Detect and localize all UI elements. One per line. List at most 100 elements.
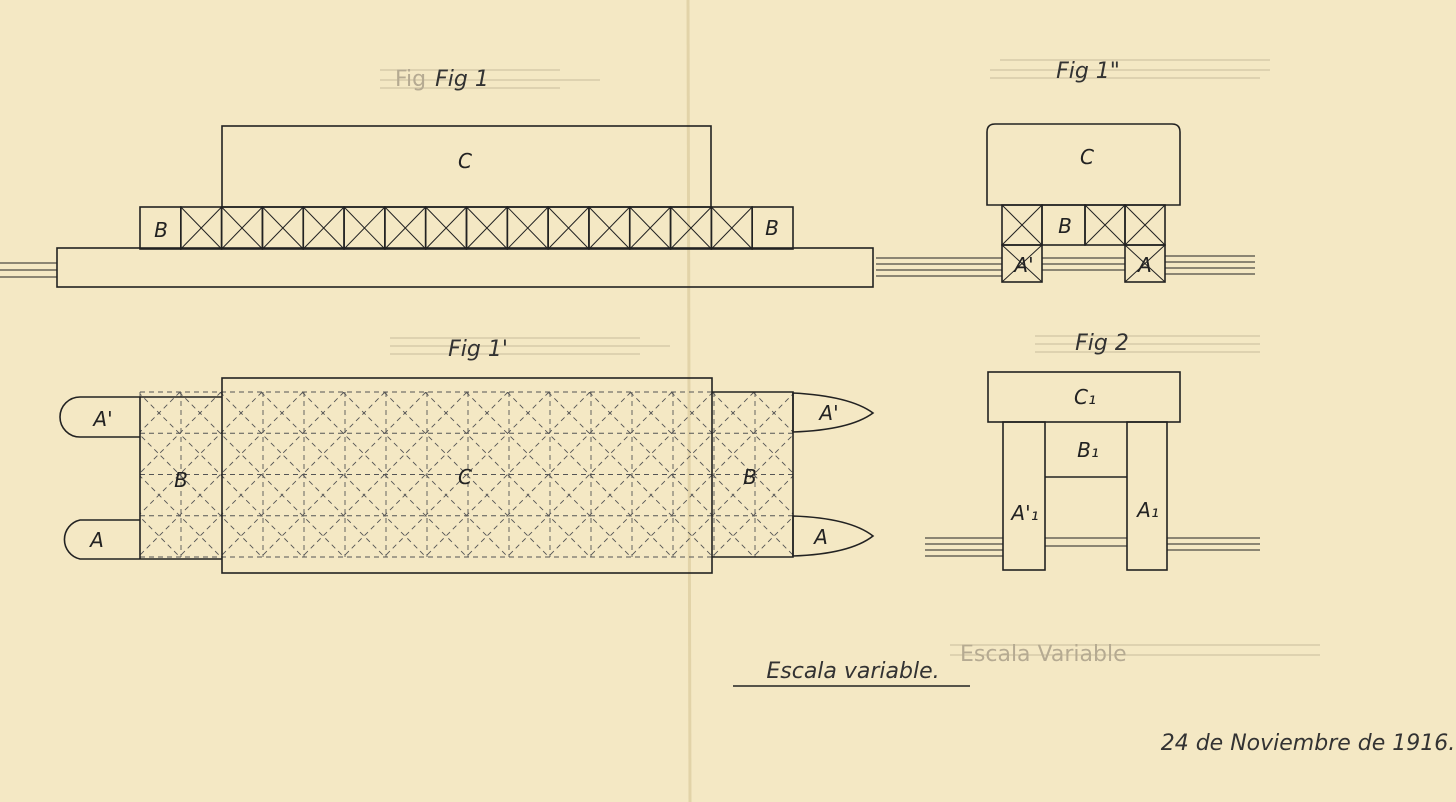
grid-diagonal-line [301, 392, 468, 557]
fig1-double-guide-lines [990, 59, 1270, 79]
fig1-prime-b-left [139, 396, 222, 560]
fig1-double: Fig 1" C B A' A [876, 59, 1270, 283]
grid-diagonal-line [0, 392, 57, 557]
grid-diagonal-line [588, 392, 755, 557]
grid-diagonal-line [547, 392, 714, 557]
grid-diagonal-line [383, 392, 550, 557]
grid-diagonal-line [876, 392, 1041, 557]
grid-diagonal-line [0, 392, 16, 557]
fig1-label-b-right: B [765, 216, 779, 240]
fig1-block-cell-cross [547, 206, 590, 250]
fig1-double-label-b: B [1058, 214, 1072, 238]
fig1-block-cell-cross [343, 206, 386, 250]
fig1-double-water-lines [876, 255, 1255, 277]
grid-diagonal-line [178, 392, 345, 557]
fig1-prime-pontoon-a-left [63, 519, 140, 560]
fig1-double-title: Fig 1" [1056, 59, 1120, 84]
grid-diagonal-line [140, 392, 222, 474]
fig1-prime-b-right [712, 391, 794, 558]
fig1-label-c: C [458, 149, 472, 173]
grid-diagonal-line [670, 392, 793, 515]
grid-diagonal-line [958, 392, 1123, 557]
grid-diagonal-line [629, 393, 793, 557]
fig1-block-cell-cross [180, 206, 222, 250]
fig1-prime-pontoon-a-prime-left [59, 396, 140, 438]
grid-diagonal-line [917, 392, 1082, 557]
fig2-deck-c1 [987, 371, 1181, 423]
fig2-label-c1: C₁ [1074, 385, 1096, 409]
fig1-prime-pontoon-a-right [792, 515, 875, 557]
grid-diagonal-line [506, 392, 673, 557]
scale-draft-label: Escala Variable [960, 642, 1127, 667]
fig1-block-cell-cross [711, 206, 753, 250]
fig1-prime-label-b-right: B [743, 465, 757, 489]
fig2-label-a1: A₁ [1135, 498, 1159, 522]
date: 24 de Noviembre de 1916. [1161, 731, 1456, 756]
true-cross [1124, 204, 1166, 246]
grid-diagonal-line [260, 392, 427, 557]
fig1-draft-title: Fig [395, 67, 426, 92]
fig2-pontoon-a1-prime [1002, 421, 1046, 571]
fig1-block-cell-cross [588, 206, 631, 250]
fig1-prime-label-a-prime-left: A' [91, 407, 112, 431]
fig1-water-lines [0, 262, 57, 278]
grid-diagonal-line [140, 393, 304, 557]
fig1-prime-pontoon-a-prime-right [792, 392, 875, 433]
grid-diagonal-line [0, 392, 98, 557]
grid-diagonals [0, 392, 1123, 557]
fig1-prime-deck-c [221, 377, 713, 574]
fig1-block-cell-cross [384, 206, 427, 250]
fig1-double-deck-c [986, 123, 1181, 206]
fig2-label-a1-prime: A'₁ [1009, 501, 1038, 525]
grid-diagonal-line [547, 392, 714, 557]
paper-fold [686, 0, 692, 802]
grid-diagonal-line [301, 392, 468, 557]
fig2-pontoon-a1 [1126, 421, 1168, 571]
grid-diagonal-line [876, 392, 1041, 557]
true-cross [1001, 204, 1043, 246]
fig1-base [56, 247, 874, 288]
grid-diagonal-line [629, 392, 793, 556]
fig1-prime: Fig 1' A' A B C B A' A [0, 337, 1123, 574]
scale-label: Escala variable. [766, 659, 939, 684]
fig1-block-row [139, 206, 794, 250]
true-cross [1001, 244, 1043, 283]
grid-diagonal-line [342, 392, 509, 557]
fig1-guide-lines [380, 69, 600, 89]
grid-diagonal-line [0, 392, 139, 557]
grid-diagonal-line [711, 392, 793, 474]
grid-diagonal-line [260, 392, 427, 557]
grid-diagonal-line [424, 392, 591, 557]
fig1-prime-label-c: C [458, 465, 472, 489]
fig1-double-blocks [1001, 204, 1166, 283]
true-cross [1084, 204, 1126, 246]
fig1-block-cell-cross [670, 206, 712, 250]
fig1-block-cell-cross [466, 206, 508, 250]
grid-diagonal-line [0, 392, 139, 557]
scale-guide-lines [950, 644, 1320, 656]
fig1-block-cell-cross [262, 206, 304, 250]
grid-diagonal-line [0, 392, 16, 557]
grid-diagonal-line [835, 392, 1000, 557]
grid-diagonal-line [835, 392, 1000, 557]
fig1-block-cell-cross [221, 206, 263, 250]
grid-diagonal-line [342, 392, 509, 557]
fig1-block-cell-cross [302, 206, 345, 250]
fig1-prime-label-a-right: A [812, 525, 828, 549]
grid-diagonal-line [917, 392, 1082, 557]
fig1-label-b-left: B [154, 218, 168, 242]
fig1-prime-title: Fig 1' [448, 337, 508, 362]
fig1-title: Fig 1 [435, 67, 489, 92]
grid-diagonal-line [219, 392, 386, 557]
grid-diagonal-line [140, 392, 181, 433]
grid-diagonal-line [465, 392, 632, 557]
grid-diagonal-line [140, 392, 263, 515]
fig1-block-cell-cross [425, 206, 467, 250]
fig1-prime-guide-lines [390, 337, 670, 355]
fig2-label-b1: B₁ [1077, 438, 1099, 462]
fig1: Fig Fig 1 C B B [0, 67, 874, 288]
grid-diagonal-line [140, 392, 304, 556]
grid-diagonal-line [752, 392, 793, 433]
fig1-double-label-c: C [1080, 145, 1094, 169]
